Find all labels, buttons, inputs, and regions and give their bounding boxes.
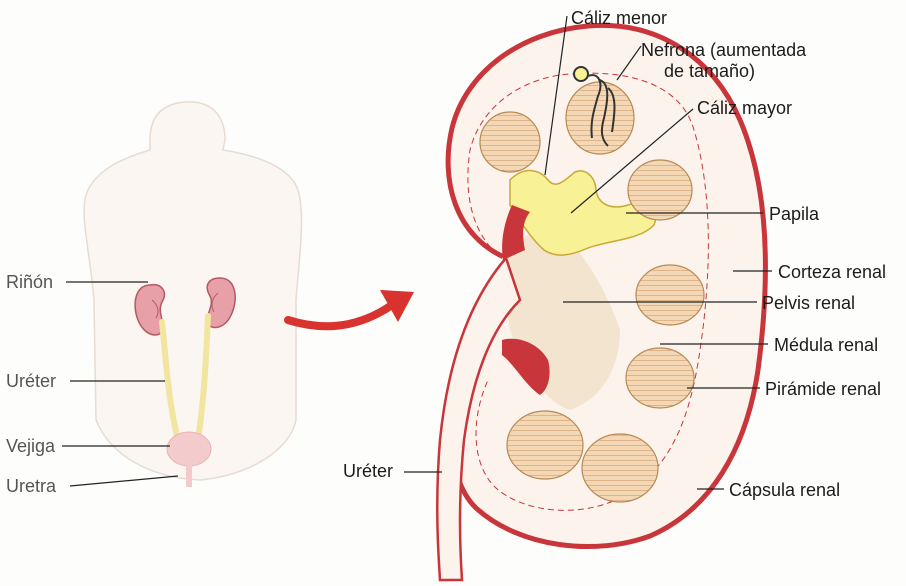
label-rinon: Riñón [6,272,53,292]
label-capsula-renal: Cápsula renal [729,480,840,500]
label-ureter-right: Uréter [343,461,393,481]
label-papila: Papila [769,204,819,224]
label-pelvis-renal: Pelvis renal [762,293,855,313]
bladder-small [167,432,211,466]
label-caliz-menor: Cáliz menor [571,8,667,28]
label-uretra: Uretra [6,476,56,496]
label-medula-renal: Médula renal [774,335,878,355]
label-nefrona-line1: Nefrona (aumentada [641,40,806,60]
label-caliz-mayor: Cáliz mayor [697,98,792,118]
label-ureter-left: Uréter [6,371,56,391]
curved-arrow-right-icon [288,290,414,326]
urethra-small [186,465,192,487]
label-nefrona-line2: de tamaño) [664,61,755,81]
label-piramide-renal: Pirámide renal [765,379,881,399]
label-vejiga: Vejiga [6,436,55,456]
label-corteza-renal: Corteza renal [778,262,886,282]
body-silhouette [84,102,301,480]
